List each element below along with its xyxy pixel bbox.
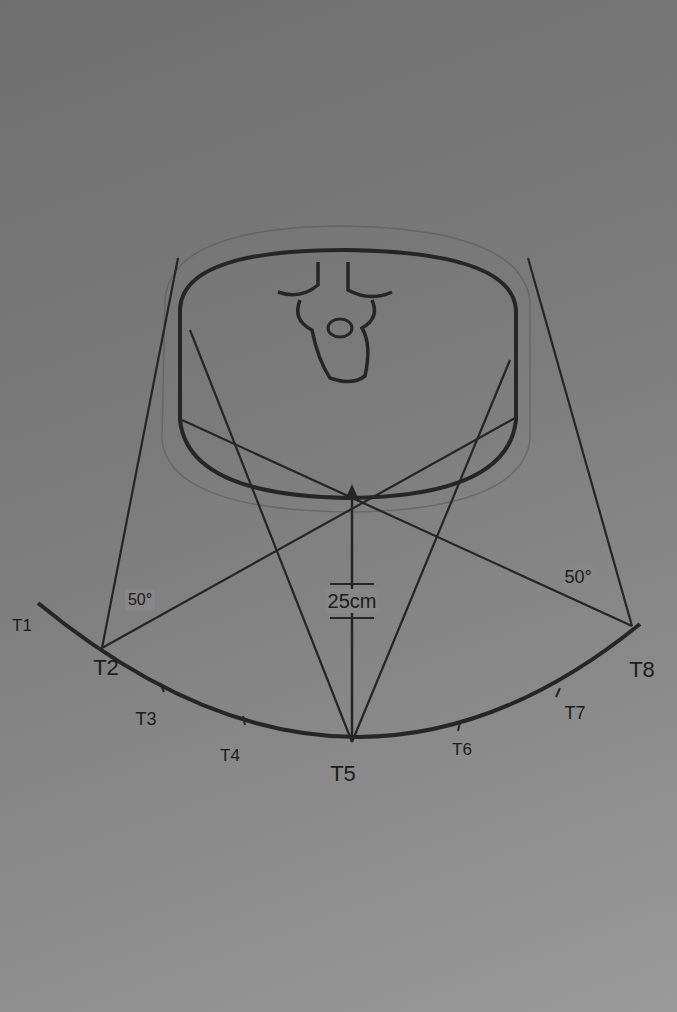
source-position-label: T7 — [561, 703, 588, 725]
source-position-label: T4 — [217, 746, 243, 767]
angle-label: 50° — [561, 567, 594, 589]
source-position-label: T6 — [449, 740, 475, 761]
angle-label: 50° — [125, 590, 155, 610]
source-position-label: T3 — [132, 709, 159, 731]
source-position-label: T1 — [9, 616, 35, 637]
source-position-label: T5 — [327, 761, 359, 787]
source-position-label: T8 — [626, 657, 658, 683]
distance-label: 25cm — [325, 589, 380, 613]
source-position-label: T2 — [90, 655, 122, 681]
